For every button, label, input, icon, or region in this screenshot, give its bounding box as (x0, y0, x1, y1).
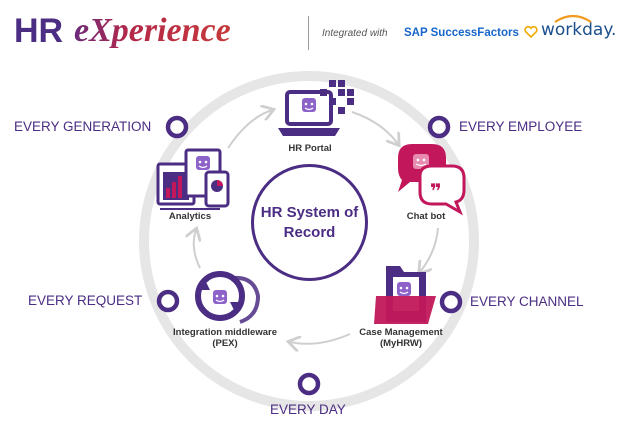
sap-successfactors-logo: SAP SuccessFactors (404, 25, 538, 39)
folder-icon (374, 266, 436, 324)
ring-dot-day (297, 372, 321, 396)
node-label-case-management: Case Management (MyHRW) (359, 327, 443, 349)
devices-icon (156, 148, 230, 210)
workday-logo: workday. (541, 14, 617, 40)
label-every-generation: EVERY GENERATION (14, 119, 152, 134)
flow-arrow-analytics-portal (227, 110, 272, 149)
flow-arrow-chat-case (420, 227, 439, 272)
chat-bubbles-icon: ❞ (398, 144, 466, 216)
center-title: HR System of Record (260, 203, 359, 241)
label-every-employee: EVERY EMPLOYEE (459, 119, 583, 134)
node-label-analytics: Analytics (168, 211, 212, 222)
heart-icon (524, 25, 538, 39)
node-label-integration-middleware: Integration middleware (PEX) (173, 327, 277, 349)
workday-arc-icon (554, 14, 592, 23)
workday-text: workday. (541, 20, 617, 40)
flow-arrow-case-integration (290, 333, 351, 344)
center-hub: HR System of Record (251, 164, 368, 281)
ring-dot-generation (165, 115, 189, 139)
ring-dot-channel (439, 290, 463, 314)
outer-ring (139, 71, 479, 411)
label-every-channel: EVERY CHANNEL (470, 294, 584, 309)
label-every-request: EVERY REQUEST (28, 293, 143, 308)
brand-hr-text: HR (14, 12, 64, 50)
sap-successfactors-text: SAP SuccessFactors (404, 27, 519, 39)
flow-arrow-portal-chat (351, 111, 398, 144)
ring-dot-request (156, 289, 180, 313)
svg-text:❞: ❞ (430, 179, 442, 203)
node-label-chat-bot: Chat bot (406, 211, 446, 222)
brand-experience-text: eXperience (74, 12, 231, 49)
sync-arrows-icon (195, 271, 261, 324)
node-label-hr-portal: HR Portal (288, 143, 332, 154)
header-divider (308, 16, 309, 50)
integrated-with-text: Integrated with (322, 28, 388, 39)
laptop-icon (278, 80, 354, 136)
ring-dot-employee (427, 115, 451, 139)
label-every-day: EVERY DAY (270, 402, 346, 417)
flow-arrow-integration-analytics (194, 230, 200, 269)
